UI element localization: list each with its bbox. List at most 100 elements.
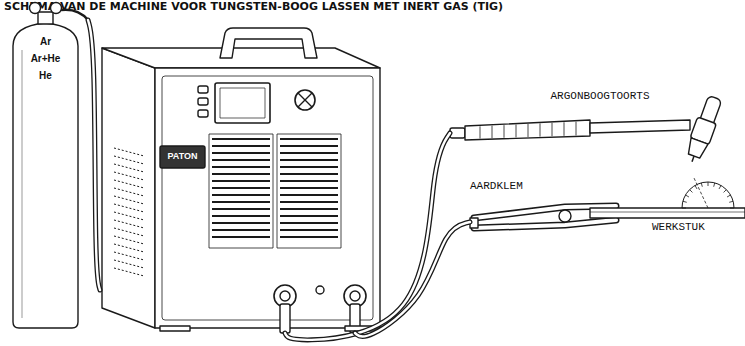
vent-slot: [212, 152, 270, 154]
vent-slot: [280, 215, 338, 217]
handle-rib: [540, 123, 541, 136]
side-vent: [114, 252, 144, 260]
cylinder-highlight: [22, 50, 23, 318]
node-outline: [100, 28, 385, 333]
cable: [285, 133, 450, 340]
pressure-gauge: [30, 3, 41, 14]
cable-lug: [470, 218, 478, 228]
machine-top: [102, 48, 380, 68]
protractor-tick: [727, 195, 730, 197]
side-vent: [114, 268, 144, 276]
vent-slot: [280, 194, 338, 196]
handle-rib: [480, 126, 481, 138]
protractor-tick: [714, 183, 715, 187]
cable-outline: [88, 20, 100, 290]
cable-outline: [285, 133, 450, 340]
part-label: AARDKLEM: [470, 180, 560, 193]
machine-foot: [160, 326, 190, 331]
machine-foot: [345, 326, 375, 331]
vent-slot: [280, 166, 338, 168]
vent-slot: [212, 187, 270, 189]
vent-slot: [212, 166, 270, 168]
brand-badge: [160, 146, 205, 168]
side-vent: [114, 180, 144, 188]
torch-head: [683, 94, 725, 165]
machine-front: [155, 68, 380, 328]
vent-slot: [280, 173, 338, 175]
carry-handle: [220, 28, 317, 58]
cable-core: [285, 133, 450, 340]
cable-core: [88, 20, 100, 290]
handle-rib: [528, 124, 529, 137]
vent-slot: [212, 222, 270, 224]
cable-plug: [280, 304, 290, 333]
clamp-arm-outline: [474, 220, 616, 228]
socket-core: [280, 291, 290, 301]
vent-slot: [212, 159, 270, 161]
gas-nozzle: [686, 138, 708, 159]
side-vent: [114, 148, 144, 156]
vent-slot: [280, 152, 338, 154]
handle-rib: [492, 126, 493, 138]
protractor-tick: [719, 185, 721, 188]
plate-edge: [590, 212, 745, 213]
cable-outline: [355, 222, 470, 337]
workpiece-plate: [590, 208, 745, 218]
handle-rib: [504, 125, 505, 138]
vent-panel: [209, 134, 273, 248]
protractor-tick: [708, 182, 709, 186]
protractor-tick: [730, 208, 734, 209]
clamp-spring: [559, 210, 571, 222]
side-vent: [114, 228, 144, 236]
part-label: ARGONBOOGTOORTS: [530, 90, 670, 103]
panel-button: [198, 98, 208, 105]
handle-rib: [564, 122, 565, 136]
torch-handle: [465, 120, 590, 140]
protractor-tick: [690, 190, 693, 193]
panel-button: [198, 110, 208, 117]
cable-core: [355, 222, 470, 337]
angle-line: [694, 178, 708, 208]
vent-slot: [280, 145, 338, 147]
vent-slot: [212, 145, 270, 147]
protractor-tick: [701, 183, 702, 187]
workpiece: WERKSTUK: [590, 188, 745, 240]
vent-slot: [212, 229, 270, 231]
torch-neck: [590, 120, 690, 133]
display-glass: [220, 88, 265, 118]
vent-slot: [212, 236, 270, 238]
protractor-arc: [682, 182, 734, 208]
control-knob: [295, 90, 315, 110]
panel-button: [198, 86, 208, 93]
protractor-tick: [729, 201, 733, 202]
vent-slot: [212, 173, 270, 175]
vent-slot: [280, 208, 338, 210]
vent-slot: [212, 201, 270, 203]
side-vent: [114, 220, 144, 228]
vent-slot: [280, 236, 338, 238]
vent-slot: [280, 222, 338, 224]
gas-cylinder: ArAr+HeHe: [8, 0, 88, 330]
vent-slot: [280, 187, 338, 189]
protractor-tick: [724, 190, 727, 193]
tungsten-electrode: [692, 156, 694, 162]
side-vent: [114, 164, 144, 172]
side-vent: [114, 212, 144, 220]
side-vent: [114, 172, 144, 180]
welding-machine: PATON: [100, 28, 385, 333]
side-vent: [114, 188, 144, 196]
display: [215, 83, 270, 123]
gas-label: He: [13, 70, 78, 82]
side-vent: [114, 156, 144, 164]
node-outline: [8, 0, 88, 330]
handle-rib: [516, 125, 517, 138]
gas-hose-stub: [61, 10, 88, 20]
protractor-tick: [695, 185, 697, 188]
vent-slot: [212, 138, 270, 140]
gas-outlet: [316, 286, 324, 294]
cable: [355, 222, 470, 337]
gas-label: Ar+He: [13, 53, 78, 65]
protractor-tick: [682, 208, 686, 209]
